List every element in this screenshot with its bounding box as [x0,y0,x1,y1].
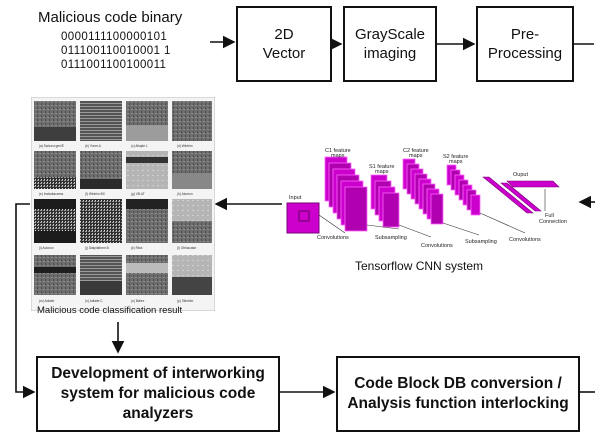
cnn-label-c2: C2 feature [403,148,429,154]
cnn-label-conv2: Convolutions [421,243,453,249]
svg-text:(h) Alueron: (h) Alueron [177,192,193,196]
cnn-label-sub1: Subsampling [375,235,407,241]
codeblock-label: Code Block DB conversion / Analysis func… [347,375,569,412]
binary-title: Malicious code binary [38,9,183,26]
cnn-input-map [286,202,320,234]
cnn-label-conv1: Convolutions [317,235,349,241]
interwork-label: Development of interworking system for m… [51,365,265,422]
cnn-c2-stack [402,158,444,225]
svg-text:(b) Yuner.A: (b) Yuner.A [85,144,102,148]
svg-text:(c) Allaple.L: (c) Allaple.L [131,144,148,148]
cnn-label-output: Ouput [513,172,528,178]
svg-text:(o) Malex: (o) Malex [131,299,145,303]
cnn-label-s1: S1 feature [369,164,394,170]
cnn-label-full: Full [545,213,554,219]
svg-text:(d) Wintrim: (d) Wintrim [177,144,193,148]
classification-grid: (a) Swizzor.gen!E (b) Yuner.A (c) Allaple… [31,97,215,311]
cnn-label-conv3: Convolutions [509,237,541,243]
svg-text:(a) Swizzor.gen!E: (a) Swizzor.gen!E [39,144,64,148]
cnn-caption: Tensorflow CNN system [355,259,484,273]
vector-label: 2D Vector [262,26,306,62]
svg-text:(m) Adialer: (m) Adialer [39,299,55,303]
svg-text:(l) Obfuscator: (l) Obfuscator [177,246,197,250]
svg-text:(g) VB.AT: (g) VB.AT [131,192,145,196]
cnn-label-full-line-2: Connection [539,219,567,225]
svg-text:(f) Wintrim.BX: (f) Wintrim.BX [85,192,106,196]
svg-text:(p) Skintrim: (p) Skintrim [177,299,194,303]
cnn-label-input: Input [289,195,302,201]
svg-text:(n) Adialer.C: (n) Adialer.C [85,299,103,303]
cnn-c1-stack [324,156,368,232]
arrow-grid-to-interwork [15,203,36,399]
preprocessing-label: Pre- Processing [487,26,563,62]
binary-line-2: 011100110010001 1 [61,45,171,57]
cnn-s1-stack [370,174,400,228]
cnn-label-s2-line-2: maps [449,159,463,165]
cnn-label-c2-line-2: maps [409,153,423,159]
cnn-label-sub2: Subsampling [465,239,497,245]
svg-text:(k) Rbot: (k) Rbot [131,246,142,250]
cnn-fc-bar-1 [482,176,534,214]
binary-line-1: 0000111100000101 [61,31,168,43]
cnn-output-bar [506,180,560,188]
grid-tile [34,101,212,141]
cnn-label-s1-line-2: maps [375,169,389,175]
cnn-label-s2: S2 feature [443,154,468,160]
classification-caption: Malicious code classification result [37,305,183,316]
interwork-box: Development of interworking system for m… [36,356,280,432]
cnn-label-c1-line-2: maps [331,153,345,159]
svg-text:(e) Instantaccess: (e) Instantaccess [39,192,64,196]
preprocessing-box: Pre- Processing [476,6,574,82]
codeblock-box: Code Block DB conversion / Analysis func… [336,356,580,432]
grayscale-box: GrayScale imaging [343,6,437,82]
cnn-s2-stack [446,164,481,216]
cnn-label-c1: C1 feature [325,148,351,154]
binary-line-3: 0111001100100011 [61,59,167,71]
svg-text:(j) Dialplatform.B: (j) Dialplatform.B [85,246,109,250]
grayscale-label: GrayScale imaging [354,26,426,62]
cnn-fc-bar-2 [500,182,542,212]
svg-text:(i) Autorun: (i) Autorun [39,246,54,250]
